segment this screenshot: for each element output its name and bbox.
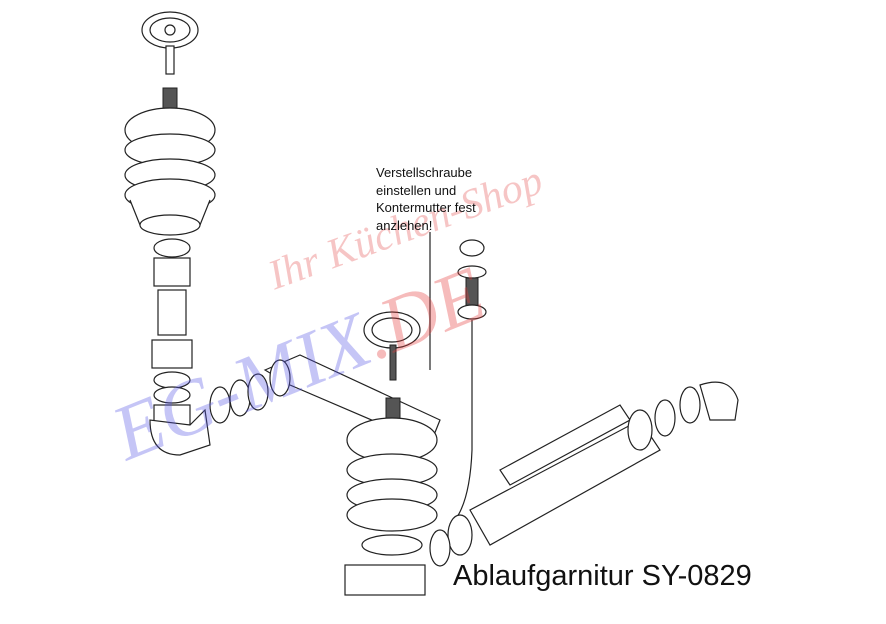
overflow-pipe-right (429, 381, 739, 567)
sink-flange-center (344, 417, 438, 596)
vertical-pipe-left (149, 238, 211, 456)
diagram-title: Ablaufgarnitur SY-0829 (453, 560, 752, 592)
sink-flange-left (124, 107, 216, 236)
overflow-fitting (454, 239, 487, 521)
strainer-basket-center (363, 311, 421, 381)
strainer-basket-left (141, 11, 199, 75)
adjustment-screw-note: Verstellschraube einstellen und Kontermu… (376, 165, 476, 233)
